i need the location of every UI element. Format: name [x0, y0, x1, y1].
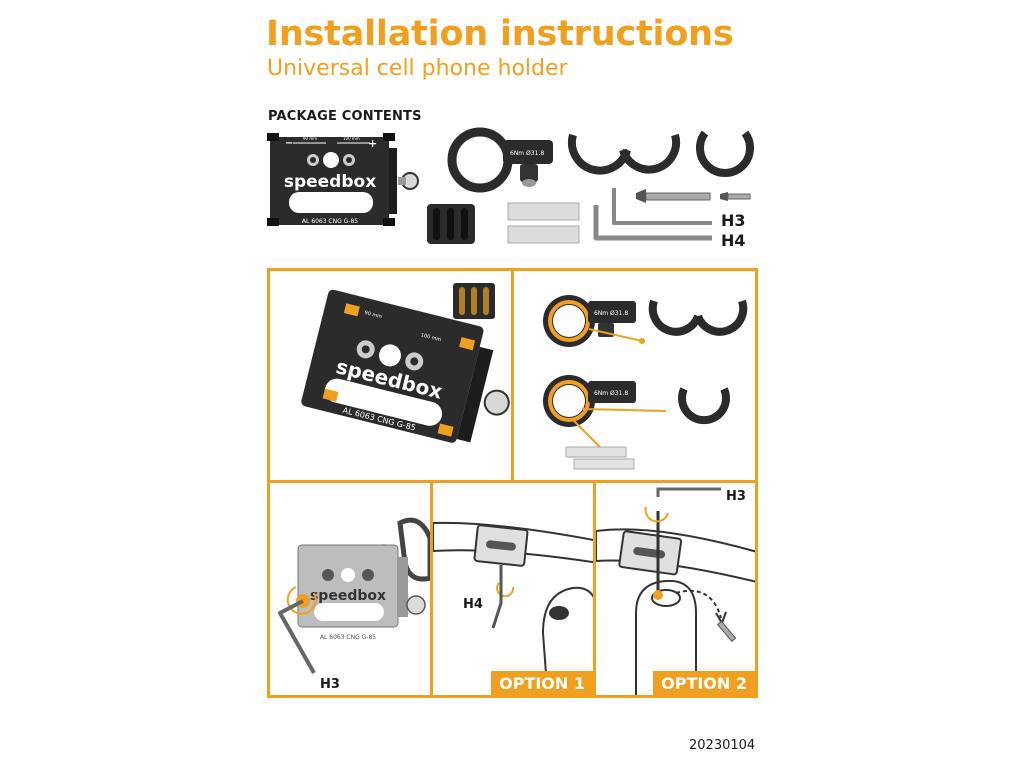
step2-clamp-top: 6Nm Ø31.8: [543, 295, 748, 347]
step-1-panel: speedbox AL 6063 CNG G-85 90 mm 100 mm: [267, 268, 514, 483]
hex-key-h3-icon: [612, 188, 712, 225]
step3-brand: speedbox: [310, 588, 386, 604]
holder-dim-left: 90 mm: [303, 136, 317, 141]
step2-clamp-bottom: 6Nm Ø31.8: [543, 375, 730, 470]
step-3-illustration: speedbox AL 6063 CNG G-85: [278, 517, 430, 674]
handlebar-clamp-icon: 6Nm Ø31.8: [447, 127, 553, 193]
step-3-panel: speedbox AL 6063 CNG G-85 H3: [267, 480, 433, 698]
step5-tool-label: H3: [726, 489, 746, 504]
step3-tool-label: H3: [320, 677, 340, 692]
rubber-shim-pair-icon: [568, 133, 681, 175]
step2-torque-top: 6Nm Ø31.8: [594, 310, 628, 317]
step1-dim-left: 90 mm: [364, 310, 383, 320]
option-2-badge: OPTION 2: [653, 671, 755, 695]
page-subtitle: Universal cell phone holder: [267, 56, 568, 81]
tool-label-h3: H3: [721, 211, 746, 230]
page-title: Installation instructions: [266, 14, 734, 54]
step1-dim-right: 100 mm: [420, 332, 442, 343]
step-4-illustration: [433, 521, 593, 695]
step2-torque-bottom: 6Nm Ø31.8: [594, 390, 628, 397]
adhesive-pad-icon: [507, 202, 580, 244]
package-contents-heading: PACKAGE CONTENTS: [268, 109, 422, 124]
rubber-shim-ring-icon: [696, 130, 754, 177]
document-date-code: 20230104: [689, 738, 756, 753]
clamp-torque-marking: 6Nm Ø31.8: [510, 150, 544, 157]
step-4-panel: H4 OPTION 1: [430, 480, 596, 698]
svg-text:+: +: [368, 137, 377, 150]
hex-key-h4-icon: [593, 205, 712, 241]
step1-rubber-pad-icon: [453, 283, 495, 319]
screw-icon: [636, 189, 751, 203]
instruction-grid: speedbox AL 6063 CNG G-85 90 mm 100 mm: [267, 268, 758, 698]
svg-text:−: −: [285, 138, 293, 149]
option-1-badge: OPTION 1: [491, 671, 593, 695]
package-contents-illustration: − + 90 mm 100 mm speedbox AL 6063 CNG G-…: [267, 127, 754, 244]
tool-label-h4: H4: [721, 231, 746, 250]
step3-engraving: AL 6063 CNG G-85: [320, 634, 376, 641]
step-2-illustration: 6Nm Ø31.8 6Nm Ø31.8: [543, 295, 748, 470]
holder-engraving: AL 6063 CNG G-85: [302, 218, 358, 225]
step-5-illustration: [596, 487, 755, 695]
step-2-panel: 6Nm Ø31.8 6Nm Ø31.8: [511, 268, 758, 483]
step4-tool-label: H4: [463, 597, 483, 612]
phone-holder-icon: − + 90 mm 100 mm speedbox AL 6063 CNG G-…: [267, 133, 419, 226]
holder-brand: speedbox: [284, 172, 376, 192]
step-1-illustration: speedbox AL 6063 CNG G-85 90 mm 100 mm: [301, 283, 510, 443]
rubber-pad-icon: [427, 204, 475, 244]
holder-dim-right: 100 mm: [343, 136, 360, 141]
step-5-panel: H3 OPTION 2: [593, 480, 758, 698]
